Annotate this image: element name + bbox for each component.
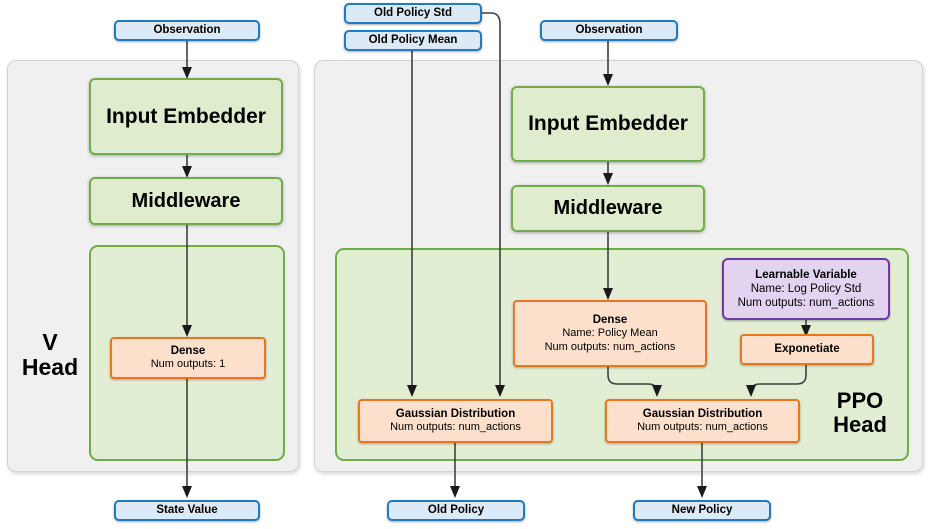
input-observation-v[interactable]: Observation bbox=[114, 20, 260, 41]
v-head-label: V Head bbox=[14, 330, 86, 380]
output-state-value[interactable]: State Value bbox=[114, 500, 260, 521]
ppo-gaussian-new-num-outputs: Num outputs: num_actions bbox=[637, 421, 768, 434]
input-old-policy-std[interactable]: Old Policy Std bbox=[344, 3, 482, 24]
v-head-label-line1: V bbox=[42, 329, 58, 355]
output-old-policy[interactable]: Old Policy bbox=[387, 500, 525, 521]
v-dense-title: Dense bbox=[170, 345, 206, 358]
ppo-middleware-label: Middleware bbox=[553, 197, 663, 220]
v-middleware[interactable]: Middleware bbox=[89, 177, 283, 225]
ppo-head-label-line1: PPO bbox=[836, 388, 884, 413]
v-middleware-label: Middleware bbox=[131, 189, 241, 212]
output-new-policy-label: New Policy bbox=[671, 504, 733, 517]
ppo-gaussian-new-title: Gaussian Distribution bbox=[642, 408, 763, 421]
output-new-policy[interactable]: New Policy bbox=[633, 500, 771, 521]
input-old-policy-std-label: Old Policy Std bbox=[374, 7, 452, 20]
ppo-middleware[interactable]: Middleware bbox=[511, 185, 705, 232]
ppo-gaussian-new[interactable]: Gaussian Distribution Num outputs: num_a… bbox=[605, 399, 800, 443]
ppo-gaussian-old-num-outputs: Num outputs: num_actions bbox=[390, 421, 521, 434]
ppo-dense-name: Name: Policy Mean bbox=[562, 327, 658, 340]
input-observation-ppo[interactable]: Observation bbox=[540, 20, 678, 41]
ppo-learnable-variable-num-outputs: Num outputs: num_actions bbox=[737, 297, 875, 309]
ppo-learnable-variable-title: Learnable Variable bbox=[755, 268, 857, 281]
ppo-dense-policy-mean[interactable]: Dense Name: Policy Mean Num outputs: num… bbox=[513, 300, 707, 367]
output-old-policy-label: Old Policy bbox=[427, 504, 485, 517]
input-observation-v-label: Observation bbox=[153, 24, 221, 37]
ppo-learnable-variable-name: Name: Log Policy Std bbox=[750, 282, 862, 295]
ppo-head-label-line2: Head bbox=[833, 411, 887, 437]
ppo-exponetiate[interactable]: Exponetiate bbox=[740, 334, 874, 365]
ppo-input-embedder-label: Input Embedder bbox=[528, 112, 688, 136]
v-dense[interactable]: Dense Num outputs: 1 bbox=[110, 337, 266, 379]
ppo-learnable-variable[interactable]: Learnable Variable Name: Log Policy Std … bbox=[722, 258, 890, 320]
v-input-embedder-label: Input Embedder bbox=[106, 104, 266, 128]
ppo-input-embedder[interactable]: Input Embedder bbox=[511, 86, 705, 162]
ppo-dense-title: Dense bbox=[592, 314, 628, 327]
v-input-embedder[interactable]: Input Embedder bbox=[89, 78, 283, 155]
ppo-exponetiate-title: Exponetiate bbox=[774, 343, 840, 356]
v-head-label-line2: Head bbox=[21, 353, 79, 380]
input-observation-ppo-label: Observation bbox=[575, 24, 643, 37]
ppo-gaussian-old[interactable]: Gaussian Distribution Num outputs: num_a… bbox=[358, 399, 553, 443]
ppo-dense-num-outputs: Num outputs: num_actions bbox=[544, 340, 676, 353]
v-dense-num-outputs: Num outputs: 1 bbox=[150, 358, 226, 371]
ppo-head-label: PPO Head bbox=[820, 389, 900, 437]
ppo-gaussian-old-title: Gaussian Distribution bbox=[395, 408, 516, 421]
input-old-policy-mean[interactable]: Old Policy Mean bbox=[344, 30, 482, 51]
output-state-value-label: State Value bbox=[156, 504, 218, 517]
input-old-policy-mean-label: Old Policy Mean bbox=[368, 34, 458, 47]
